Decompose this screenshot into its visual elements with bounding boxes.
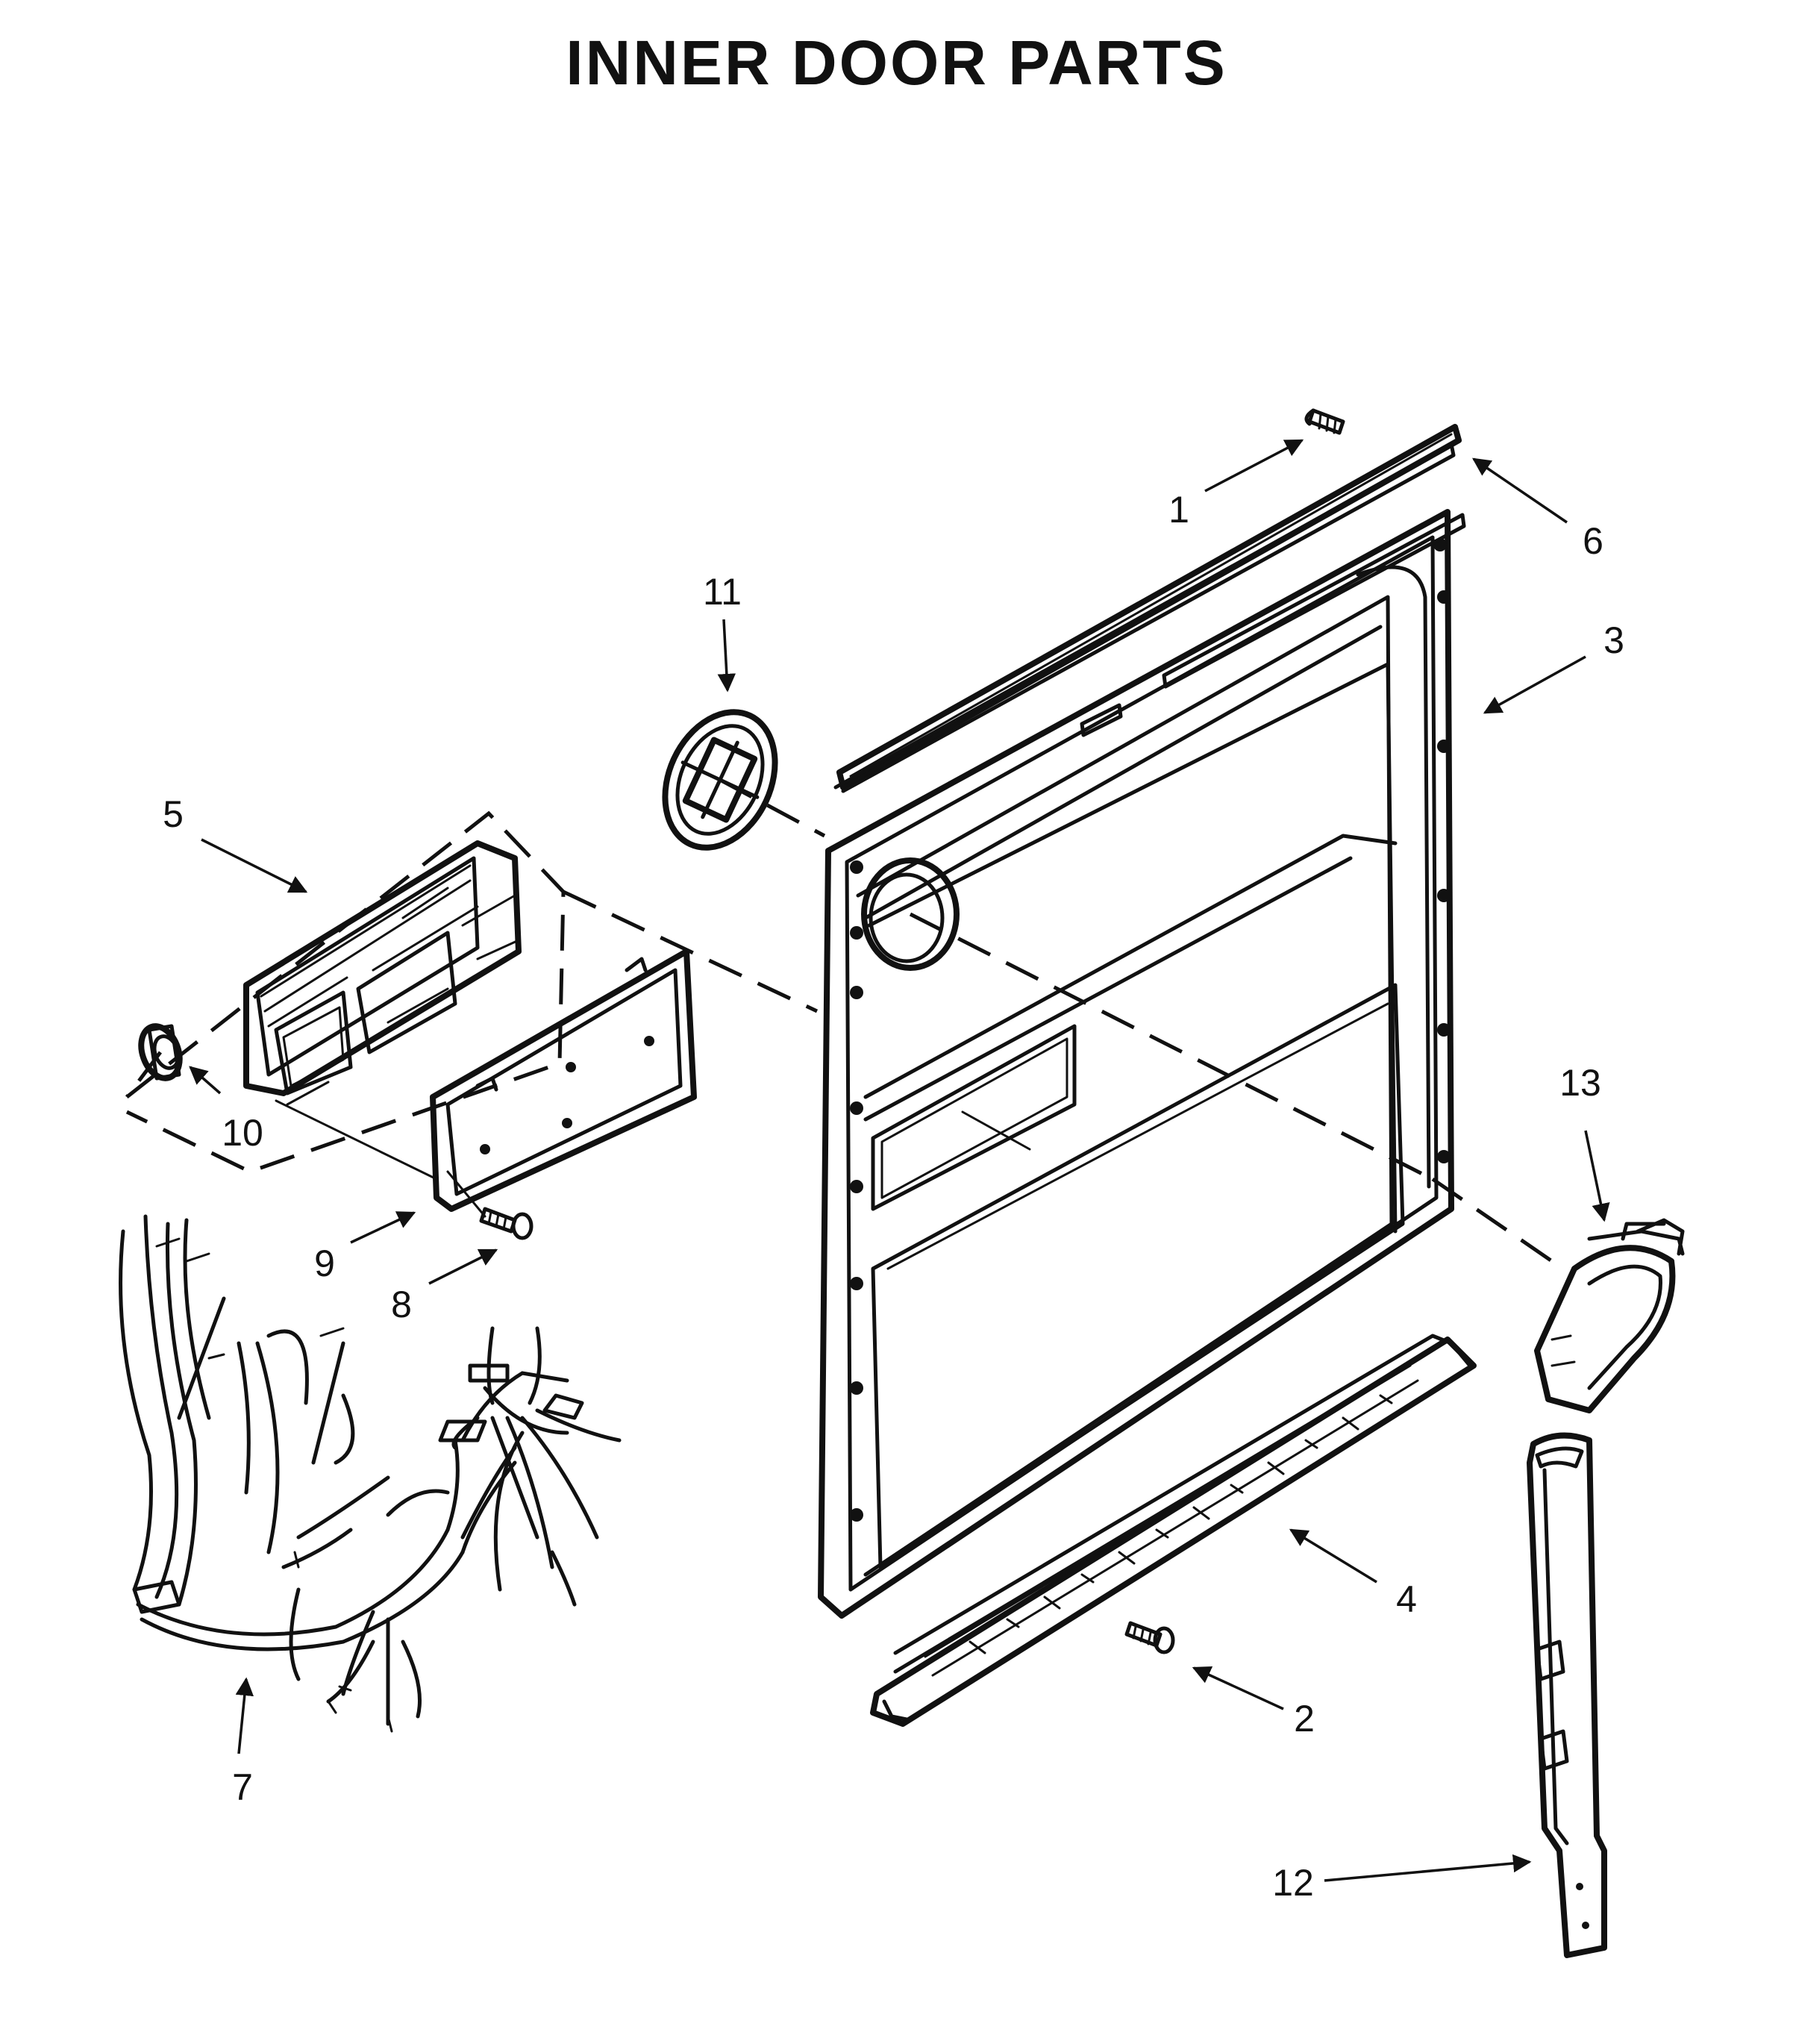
assembly-lines [125,778,1553,1263]
callout-arrows [189,439,1610,1882]
top-trim-strip [833,424,1462,793]
callout-9: 9 [314,1243,335,1284]
callout-7: 7 [232,1766,253,1808]
callout-4: 4 [1396,1578,1417,1620]
callout-6: 6 [1583,520,1603,562]
callout-5: 5 [163,793,184,835]
bottom-vent-trim [870,1334,1477,1727]
callout-arrow-7 [235,1677,254,1754]
callout-arrow-2 [1192,1666,1284,1710]
callout-12: 12 [1272,1862,1314,1904]
module-gasket [430,948,697,1212]
callout-arrow-11 [717,619,736,693]
callout-10: 10 [222,1112,263,1154]
inner-door-panel [818,509,1466,1619]
callout-arrow-6 [1471,457,1568,524]
page-title: INNER DOOR PARTS [566,28,1227,98]
callout-arrow-1 [1204,439,1304,493]
callout-arrow-4 [1289,1528,1377,1584]
control-module [125,810,566,1174]
callout-arrow-9 [350,1211,416,1244]
vent-duct [1527,1432,1607,1958]
callout-arrow-10 [189,1066,222,1095]
callout-labels: 1 2 3 4 5 6 7 8 9 10 11 12 13 [163,489,1624,1904]
rinse-aid-recess [871,1024,1077,1211]
vent-housing [1534,1218,1685,1413]
callout-3: 3 [1603,619,1624,661]
callout-arrow-12 [1324,1854,1532,1882]
callout-11: 11 [703,571,742,613]
dispenser-opening [861,857,960,971]
callout-arrow-5 [201,838,308,893]
callout-arrow-8 [428,1248,498,1285]
gasket-screw [479,1207,533,1240]
callout-2: 2 [1294,1698,1315,1740]
callout-1: 1 [1168,489,1189,531]
callout-8: 8 [391,1284,412,1325]
callout-13: 13 [1559,1062,1601,1104]
wire-harness [119,1214,622,1733]
bottom-screw [1124,1621,1175,1654]
callout-arrow-13 [1584,1130,1610,1222]
callout-arrow-3 [1483,655,1586,714]
top-screw [1304,408,1345,435]
